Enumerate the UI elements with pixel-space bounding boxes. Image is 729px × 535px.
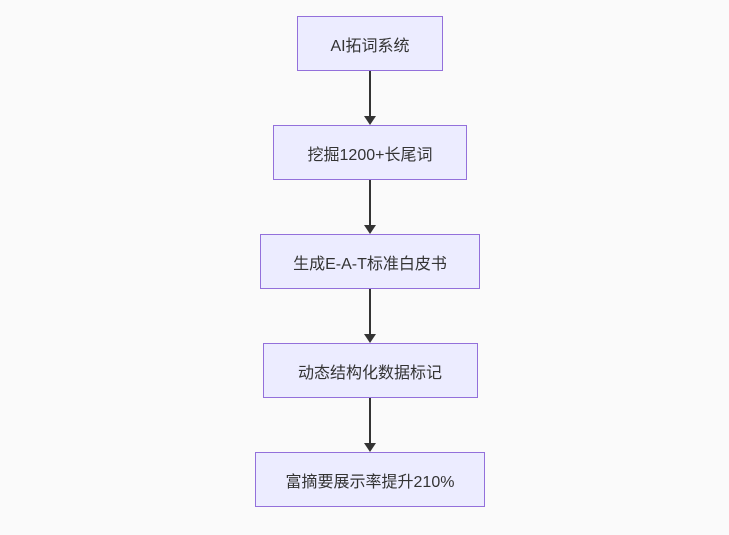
arrow-down-icon (364, 116, 376, 125)
arrow-down-icon (364, 225, 376, 234)
arrow-line (369, 180, 371, 225)
flow-node-eat-whitepaper: 生成E-A-T标准白皮书 (260, 234, 480, 289)
arrow-line (369, 289, 371, 334)
arrow-line (369, 71, 371, 116)
flow-node-label: 富摘要展示率提升210% (285, 473, 455, 491)
arrow-down-icon (364, 334, 376, 343)
flow-node-longtail-mining: 挖掘1200+长尾词 (273, 125, 467, 180)
flow-arrow-2 (364, 180, 376, 234)
flow-node-label: 挖掘1200+长尾词 (307, 146, 433, 164)
arrow-line (369, 398, 371, 443)
flow-arrow-4 (364, 398, 376, 452)
flow-node-label: 生成E-A-T标准白皮书 (293, 255, 447, 273)
flow-node-rich-snippet-rate: 富摘要展示率提升210% (255, 452, 485, 507)
arrow-down-icon (364, 443, 376, 452)
flowchart: AI拓词系统 挖掘1200+长尾词 生成E-A-T标准白皮书 动态结构化数据标记 (255, 16, 485, 507)
flow-arrow-1 (364, 71, 376, 125)
flow-node-label: 动态结构化数据标记 (297, 364, 442, 382)
flow-arrow-3 (364, 289, 376, 343)
flow-node-structured-data: 动态结构化数据标记 (262, 343, 478, 398)
flow-node-ai-keyword-system: AI拓词系统 (297, 16, 443, 71)
flow-node-label: AI拓词系统 (330, 37, 410, 55)
